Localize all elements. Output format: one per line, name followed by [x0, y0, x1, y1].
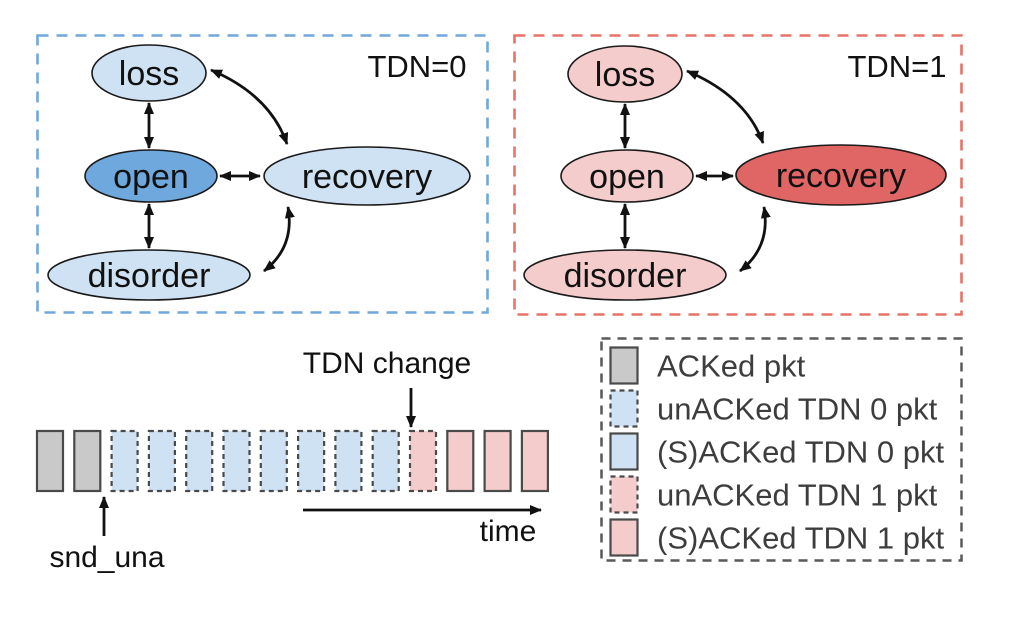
tdn0-state-loss [91, 44, 207, 102]
tdn0-state-recovery-label: recovery [302, 158, 432, 196]
tdn0-arrow-loss-recovery [210, 68, 289, 145]
packet-unacked_tdn0 [297, 429, 326, 493]
tdn-change-label: TDN change [303, 347, 471, 380]
packet-unacked_tdn0 [259, 429, 288, 493]
tdn1-state-loss-label: loss [595, 56, 655, 94]
tdn1-arrow-recovery-disorder [739, 206, 771, 273]
tdn1-diagram: TDN=1 loss open recovery disorder [513, 34, 963, 316]
legend-label-unacked-tdn0: unACKed TDN 0 pkt [657, 392, 938, 427]
tdn1-state-disorder-label: disorder [564, 257, 687, 295]
tdn1-state-disorder [523, 249, 727, 301]
tdn0-arrow-recovery-disorder [263, 206, 295, 273]
legend-box-border [600, 337, 963, 562]
packet-timeline: snd_una TDN change time [35, 347, 550, 574]
legend-label-sacked-tdn1: (S)ACKed TDN 1 pkt [657, 521, 945, 556]
packet-sacked_tdn1 [520, 429, 550, 493]
legend: ACKed pkt unACKed TDN 0 pkt (S)ACKed TDN… [600, 337, 963, 562]
tdn1-state-loss [567, 45, 683, 103]
tdn1-state-open [560, 149, 694, 203]
legend-swatch-sacked-tdn1 [609, 518, 639, 557]
tdn1-state-recovery [735, 144, 947, 206]
tdn0-diagram: TDN=0 loss open recovery disorder [36, 34, 489, 314]
tdn0-state-disorder-label: disorder [88, 257, 211, 295]
tdn1-box-border [513, 34, 963, 316]
legend-label-sacked-tdn0: (S)ACKed TDN 0 pkt [657, 435, 945, 470]
tdn0-state-loss-label: loss [119, 55, 179, 93]
legend-swatch-unacked-tdn0 [609, 389, 639, 428]
snd-una-label: snd_una [49, 541, 164, 574]
packet-unacked_tdn0 [334, 429, 363, 493]
tdn1-state-recovery-label: recovery [776, 157, 906, 195]
tdn0-state-open [84, 149, 218, 203]
tdn1-arrow-loss-recovery [686, 69, 765, 144]
legend-swatch-acked [609, 346, 639, 385]
packet-unacked_tdn0 [222, 429, 251, 493]
legend-label-acked: ACKed pkt [657, 349, 806, 384]
tdn1-state-open-label: open [589, 158, 665, 196]
tdn0-state-recovery [263, 146, 471, 206]
time-label: time [480, 515, 537, 548]
tdn0-title: TDN=0 [367, 49, 466, 84]
tdn0-box-border [36, 34, 489, 314]
packet-unacked_tdn0 [371, 429, 400, 493]
packet-sacked_tdn1 [446, 429, 475, 493]
tdn1-title: TDN=1 [847, 49, 946, 84]
legend-label-unacked-tdn1: unACKed TDN 1 pkt [657, 478, 938, 513]
legend-swatch-sacked-tdn0 [609, 432, 639, 471]
packet-unacked_tdn1 [408, 429, 438, 493]
packet-unacked_tdn0 [147, 429, 176, 493]
packet-acked [35, 429, 65, 493]
tdn0-state-open-label: open [113, 158, 189, 196]
tdn0-state-disorder [47, 249, 251, 301]
packet-sacked_tdn1 [483, 429, 512, 493]
legend-swatch-unacked-tdn1 [609, 475, 639, 514]
packet-sequence [35, 429, 550, 493]
packet-unacked_tdn0 [185, 429, 214, 493]
packet-unacked_tdn0 [110, 429, 139, 493]
packet-acked [73, 429, 102, 493]
